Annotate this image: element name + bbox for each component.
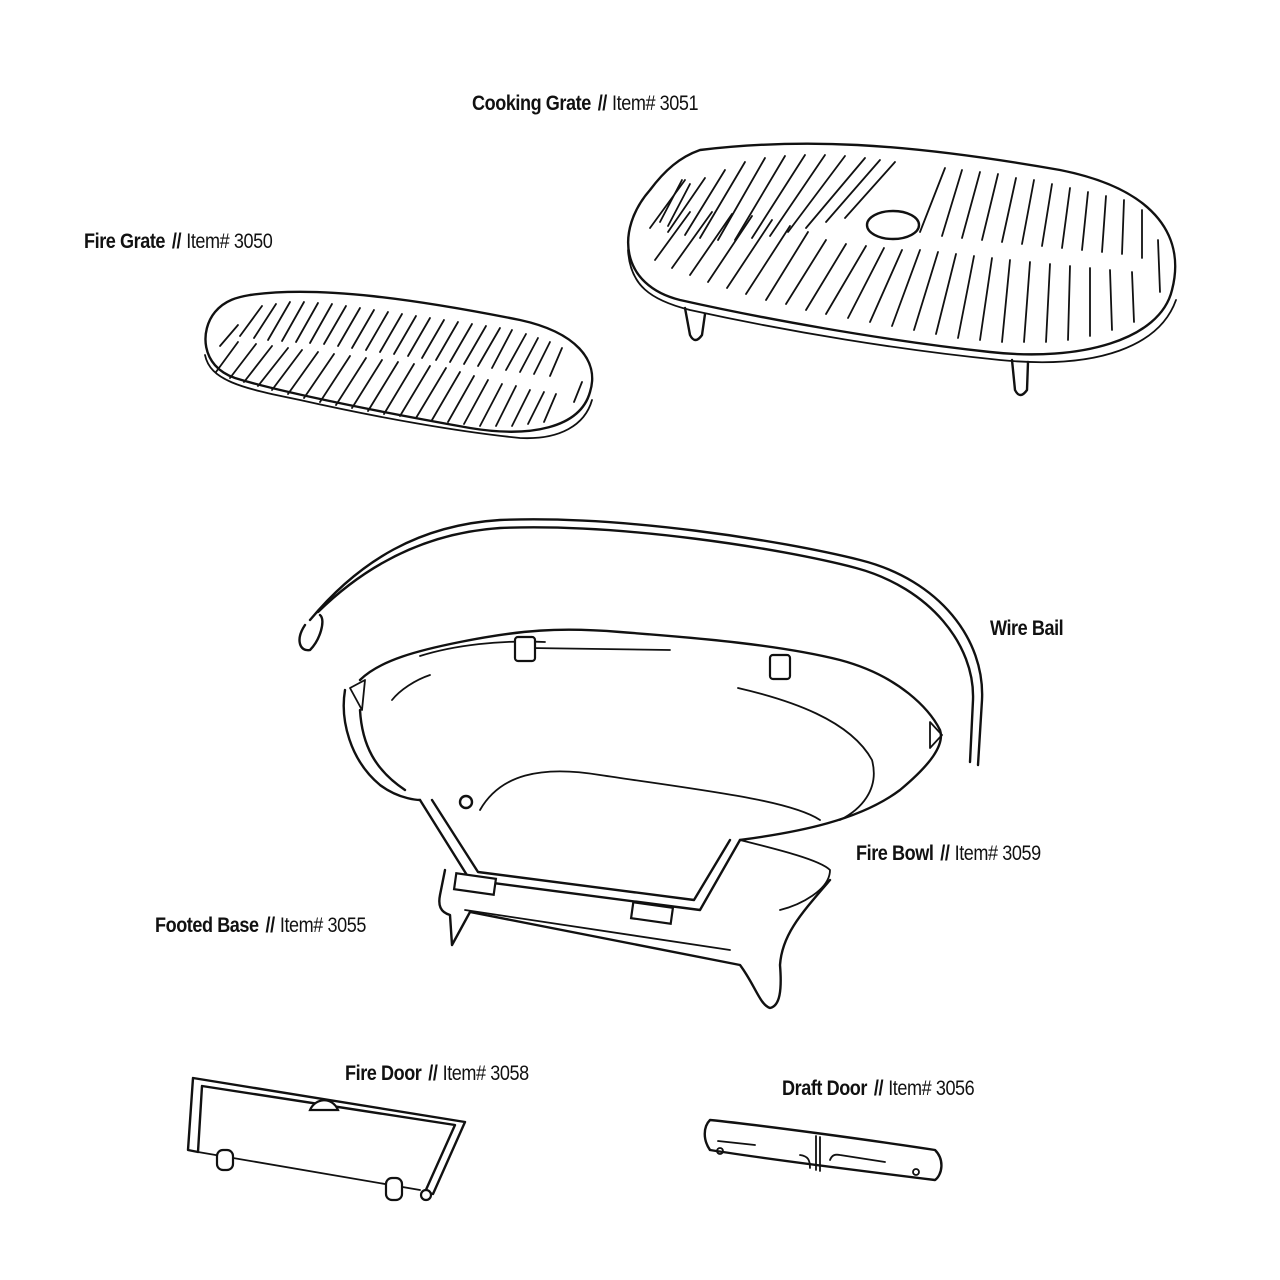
separator: //: [171, 230, 182, 253]
part-name: Fire Bowl: [856, 842, 934, 865]
fire-grate-drawing: [204, 290, 594, 439]
item-number: Item# 3056: [888, 1077, 975, 1100]
item-number: Item# 3050: [186, 230, 273, 253]
separator: //: [265, 914, 276, 937]
cooking-grate-drawing: [627, 142, 1177, 397]
separator: //: [597, 92, 608, 115]
item-number: Item# 3055: [279, 914, 366, 937]
fire-bowl-label: Fire Bowl //Item# 3059: [856, 842, 1041, 866]
footed-base-drawing: [438, 868, 832, 1010]
footed-base-label: Footed Base //Item# 3055: [155, 914, 366, 938]
part-name: Wire Bail: [990, 617, 1064, 640]
fire-door-label: Fire Door //Item# 3058: [345, 1062, 529, 1086]
fire-grate-label: Fire Grate//Item# 3050: [84, 230, 273, 254]
separator: //: [940, 842, 950, 865]
part-name: Cooking Grate: [472, 92, 591, 115]
draft-door-label: Draft Door//Item# 3056: [782, 1077, 975, 1101]
fire-door-drawing: [186, 1076, 467, 1202]
wire-bail-drawing: [298, 518, 984, 767]
separator: //: [873, 1077, 884, 1100]
part-name: Draft Door: [782, 1077, 868, 1100]
cooking-grate-label: Cooking Grate //Item# 3051: [472, 92, 699, 116]
draft-door-drawing: [703, 1118, 943, 1182]
separator: //: [428, 1062, 438, 1085]
part-name: Fire Door: [345, 1062, 422, 1085]
fire-bowl-drawing: [342, 628, 943, 912]
wire-bail-label: Wire Bail: [990, 617, 1064, 641]
part-name: Footed Base: [155, 914, 259, 937]
item-number: Item# 3051: [612, 92, 699, 115]
item-number: Item# 3058: [442, 1062, 529, 1085]
part-name: Fire Grate: [84, 230, 166, 253]
item-number: Item# 3059: [954, 842, 1041, 865]
